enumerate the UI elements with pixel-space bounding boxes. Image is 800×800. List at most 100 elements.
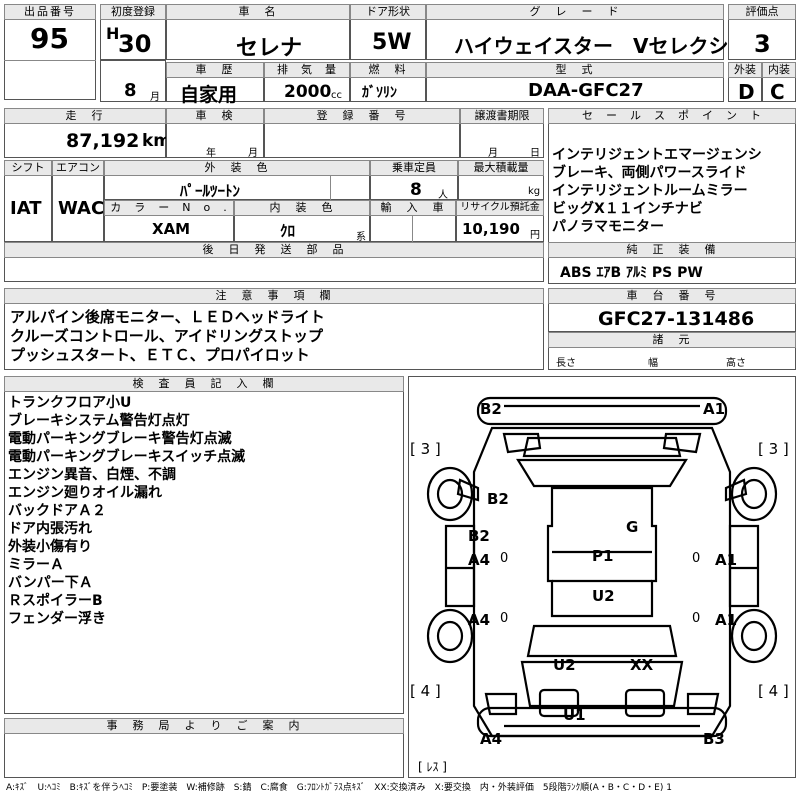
inspector-note: バンパー下Ａ	[8, 575, 93, 591]
sales-points-list: インテリジェントエマージェンシ ブレーキ、両側パワースライド インテリジェントル…	[552, 146, 762, 236]
label-tire-fr: [ 3 ]	[758, 440, 789, 458]
later-parts-header: 後 日 発 送 部 品	[4, 242, 544, 258]
inspection-month-unit: 月	[248, 148, 258, 159]
chassis-value: GFC27-131486	[598, 308, 755, 330]
door-header: ドア形状	[350, 4, 426, 20]
ext-grade-value: D	[738, 80, 755, 104]
history-header: 車 歴	[166, 62, 264, 78]
model-name-header: 車 名	[166, 4, 350, 20]
model-name-value: セレナ	[236, 36, 303, 61]
ext-color-value: ﾊﾟｰﾙﾂｰﾄﾝ	[180, 182, 241, 200]
inspection-year-unit: 年	[206, 148, 216, 159]
inspector-note: ドア内張汚れ	[8, 521, 92, 537]
inspection-header: 車 検	[166, 108, 264, 124]
inspector-note: 外装小傷有り	[8, 539, 92, 555]
inspector-note: 電動パーキングブレーキ警告灯点滅	[8, 431, 232, 447]
label-zero-fr: 0	[692, 551, 701, 566]
label-zero-fl: 0	[500, 551, 509, 566]
max-load-unit: kg	[528, 186, 541, 197]
car-diagram-frame	[408, 376, 796, 778]
displacement-unit: cc	[331, 90, 342, 101]
recycle-unit: 円	[530, 230, 540, 241]
sales-point: パノラマモニター	[552, 219, 664, 235]
ext-grade-header: 外装	[728, 62, 762, 78]
fuel-header: 燃 料	[350, 62, 426, 78]
door-value: 5W	[372, 30, 412, 55]
int-color-value: ｸﾛ	[280, 222, 296, 240]
grade-value: ハイウェイスター Vセレクション	[454, 34, 769, 58]
inspector-note: バックドアＡ２	[8, 503, 106, 519]
legend-footer: A:ｷｽﾞ U:ﾍｺﾐ B:ｷｽﾞを伴うﾍｺﾐ P:要塗装 W:補修跡 S:錆 …	[6, 783, 672, 793]
mileage-unit: km	[142, 131, 172, 151]
label-door-rl: A4	[468, 611, 491, 629]
label-door-rr: A1	[715, 611, 738, 629]
ac-value: WAC	[58, 198, 105, 219]
dim-length: 長さ	[556, 358, 576, 369]
caution-note: クルーズコントロール、アイドリングストップ	[10, 327, 324, 345]
label-u1: U1	[563, 706, 586, 724]
label-xx: XX	[630, 656, 654, 674]
max-load-header: 最大積載量	[458, 160, 544, 176]
displacement-header: 排 気 量	[264, 62, 350, 78]
grade-header: グ レ ー ド	[426, 4, 724, 20]
recycle-header: リサイクル預託金	[456, 200, 544, 216]
color-no-header: カ ラ ー N o .	[104, 200, 234, 216]
label-zero-rl: 0	[500, 611, 509, 626]
int-grade-value: C	[770, 80, 785, 104]
mileage-value: 87,192	[66, 130, 140, 152]
inspector-header: 検 査 員 記 入 欄	[4, 376, 404, 392]
label-tire-rr: [ 4 ]	[758, 682, 789, 700]
car-diagram	[426, 396, 778, 738]
year-value: 30	[118, 30, 152, 58]
transfer-day-unit: 日	[530, 148, 540, 159]
type-value: DAA-GFC27	[528, 80, 644, 101]
inspector-note: エンジン廻りオイル漏れ	[8, 485, 162, 501]
lot-number-header: 出品番号	[4, 4, 96, 20]
sales-point: インテリジェントルームミラー	[552, 183, 748, 199]
month-unit: 月	[150, 92, 160, 103]
label-u2-center: U2	[592, 587, 615, 605]
sales-point: ビッグX１１インチナビ	[552, 201, 703, 217]
inspector-note: トランクフロア小U	[8, 395, 132, 411]
label-roof: G	[626, 518, 639, 536]
label-door-fl2: A4	[468, 551, 491, 569]
shift-value: IAT	[10, 198, 42, 219]
inspector-list: トランクフロア小U ブレーキシステム警告灯点灯 電動パーキングブレーキ警告灯点滅…	[8, 394, 245, 628]
inspector-note: ミラーＡ	[8, 557, 64, 573]
label-tire-rl: [ 4 ]	[410, 682, 441, 700]
era-value: H	[106, 24, 120, 43]
caution-note: プッシュスタート、ＥＴＣ、プロパイロット	[10, 346, 310, 364]
mileage-header: 走 行	[4, 108, 166, 124]
label-rear-left: A4	[480, 730, 503, 748]
first-registration-header: 初度登録	[100, 4, 166, 20]
month-cell	[100, 60, 166, 102]
ext-color-header: 外 装 色	[104, 160, 370, 176]
rating-value: 3	[754, 30, 771, 58]
int-color-header: 内 装 色	[234, 200, 370, 216]
recycle-value: 10,190	[462, 220, 520, 238]
label-spare: [ ﾚｽ ]	[418, 760, 447, 774]
dim-width: 幅	[648, 358, 658, 369]
inspector-cell	[4, 376, 404, 714]
capacity-header: 乗車定員	[370, 160, 458, 176]
int-color-unit: 系	[356, 232, 366, 243]
label-door-fl: B2	[468, 527, 490, 545]
label-door-fr: A1	[715, 551, 738, 569]
label-front-left: B2	[480, 400, 502, 418]
lot-number-value: 95	[30, 22, 69, 55]
rating-header: 評価点	[728, 4, 796, 20]
transfer-doc-header: 譲渡書期限	[460, 108, 544, 124]
sales-points-header: セ ー ル ス ポ イ ン ト	[548, 108, 796, 124]
caution-header: 注 意 事 項 欄	[4, 288, 544, 304]
inspector-note: ブレーキシステム警告灯点灯	[8, 413, 190, 429]
label-p1: P1	[592, 547, 614, 565]
inspector-note: 電動パーキングブレーキスイッチ点滅	[8, 449, 246, 465]
dim-height: 高さ	[726, 358, 746, 369]
month-value: 8	[124, 80, 137, 101]
import-header: 輸 入 車	[370, 200, 456, 216]
label-front-right: A1	[703, 400, 726, 418]
label-u2-rear: U2	[553, 656, 576, 674]
chassis-header: 車 台 番 号	[548, 288, 796, 304]
type-header: 型 式	[426, 62, 724, 78]
history-value: 自家用	[180, 84, 238, 106]
